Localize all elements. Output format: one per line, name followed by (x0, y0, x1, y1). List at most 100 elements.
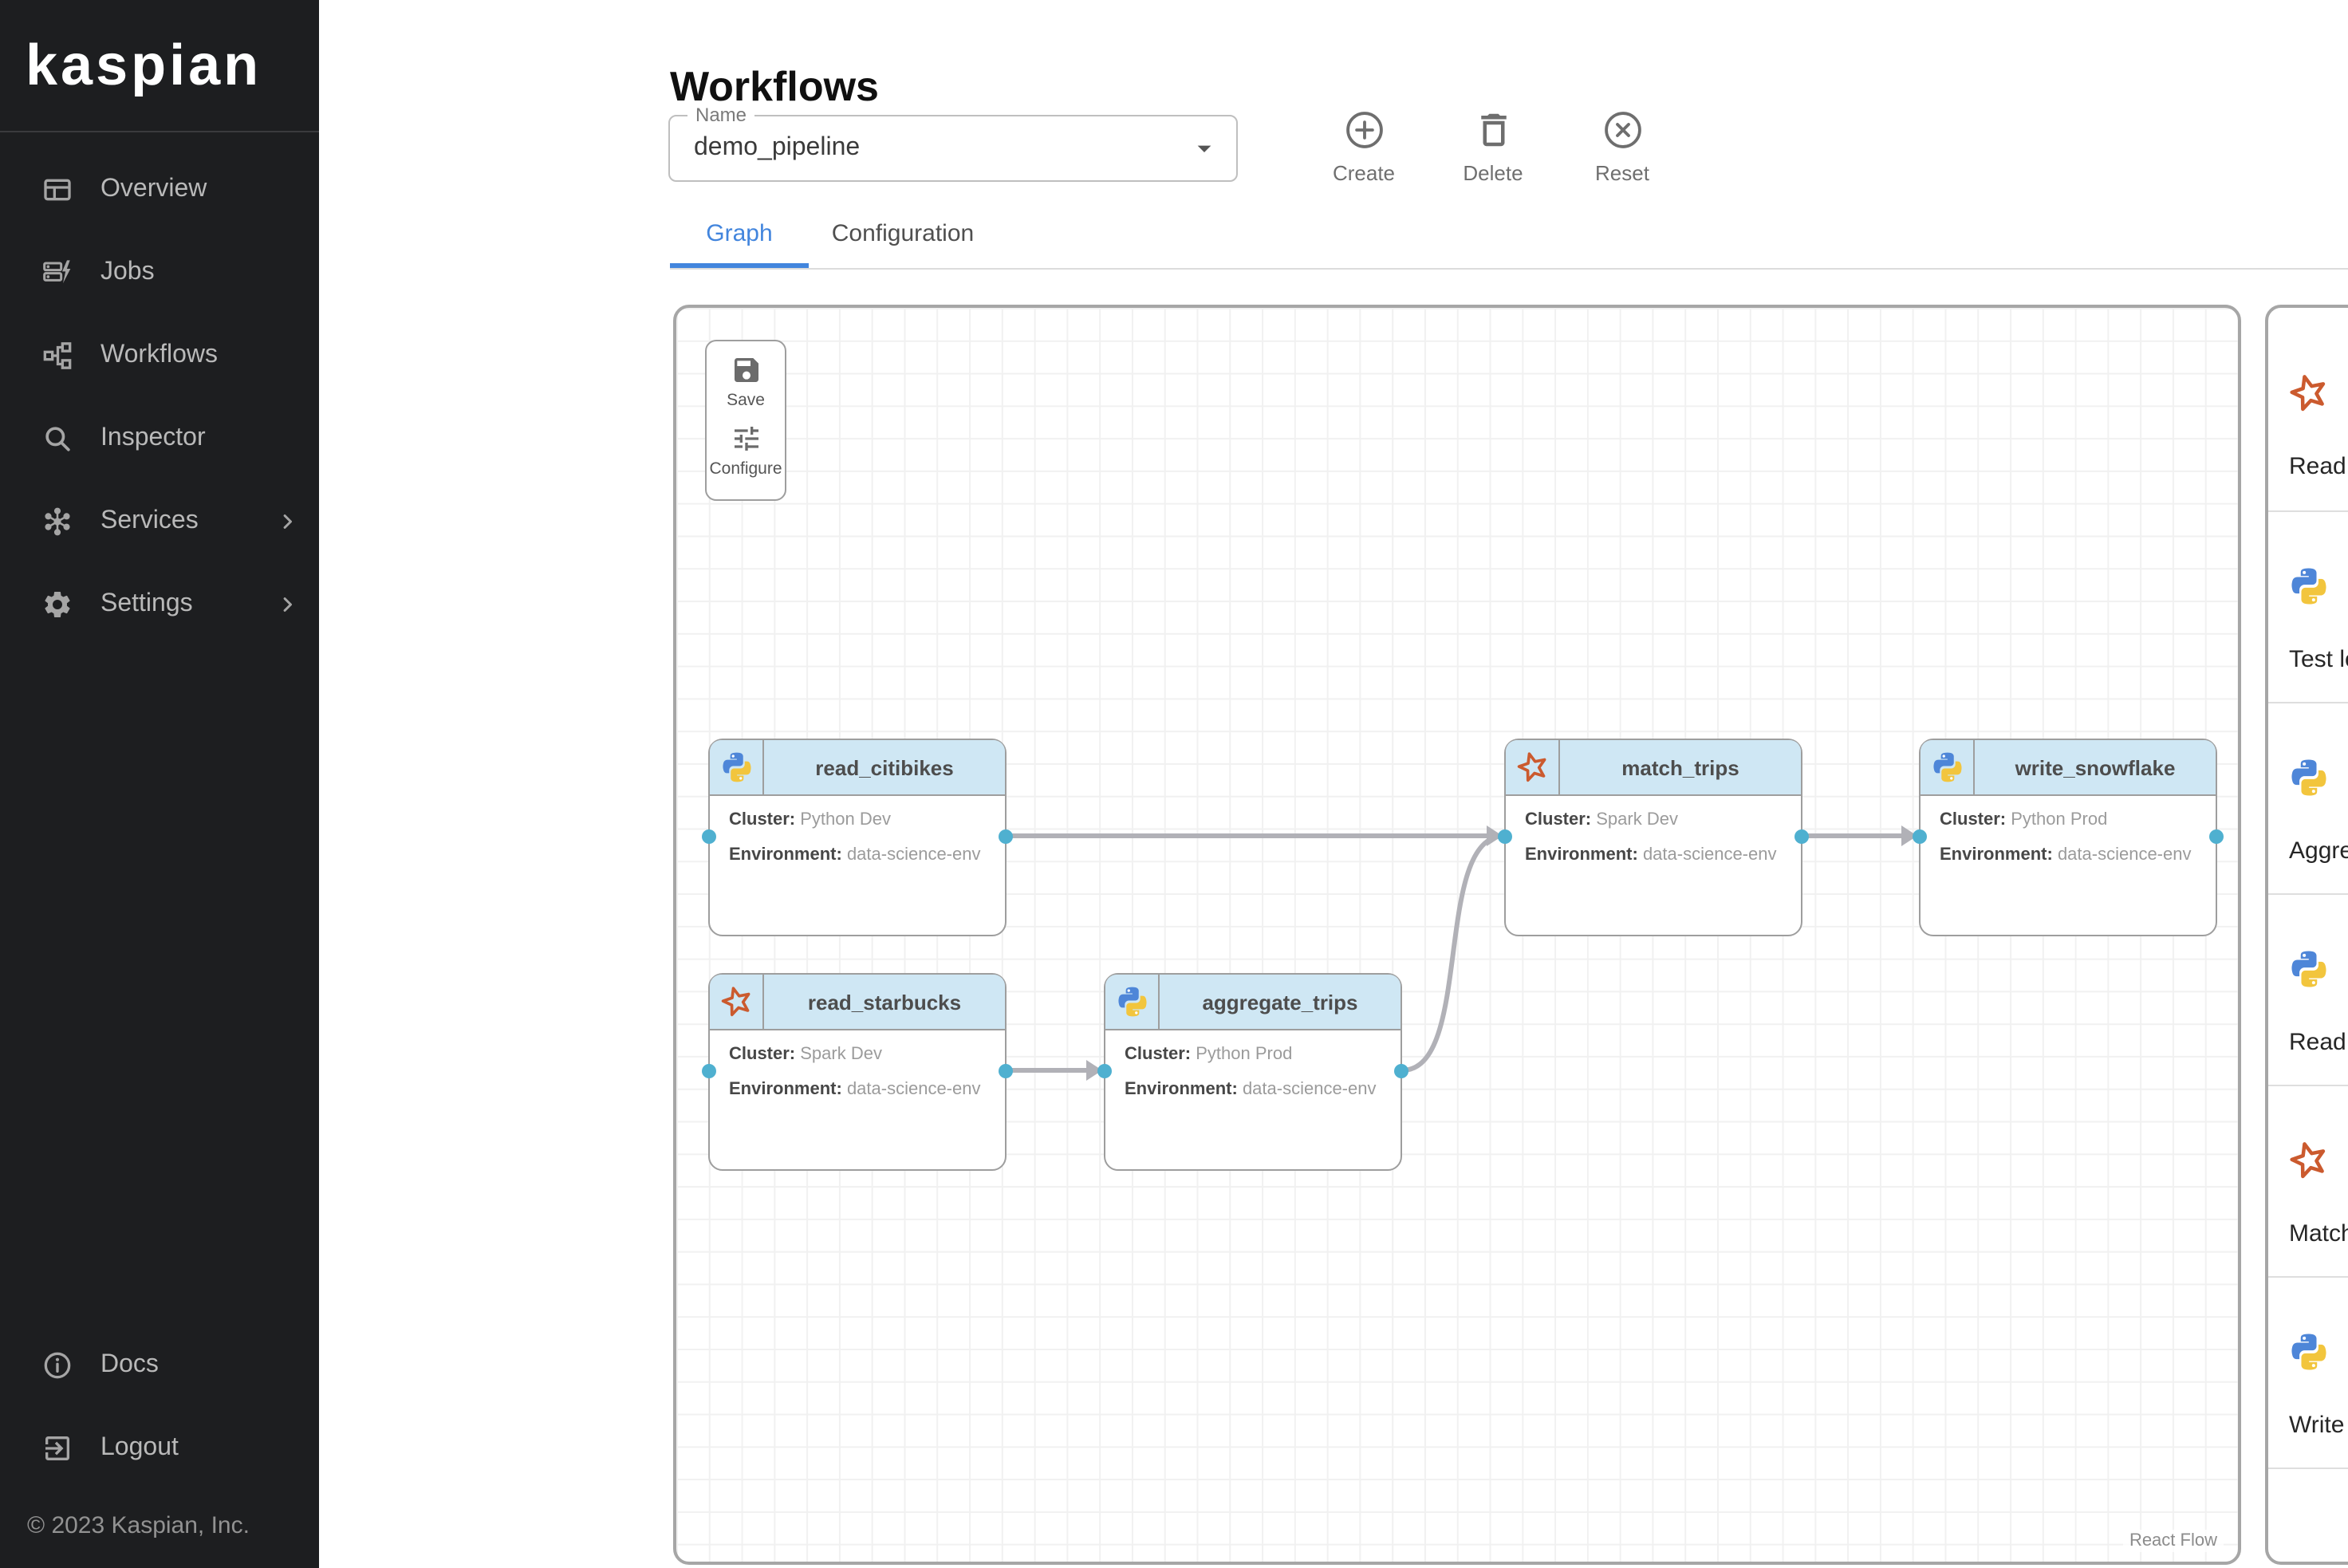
sidebar-item-services[interactable]: Services (0, 480, 319, 563)
task-item-description: Read from Postgres (2289, 1029, 2348, 1056)
sidebar-item-logout[interactable]: Logout (0, 1407, 319, 1490)
sidebar-item-overview[interactable]: Overview (0, 148, 319, 231)
node-header: read_citibikes (710, 740, 1005, 796)
task-item-test-job: test_jobAddTest logging (2268, 512, 2348, 703)
node-environment-line: Environment: data-science-env (1525, 844, 1782, 866)
node-handle-left[interactable] (1497, 829, 1512, 843)
save-button[interactable]: Save (727, 354, 765, 410)
task-item-name: write_snowflake (2338, 1338, 2348, 1365)
edge-aggregate_trips-to-match_trips[interactable] (1400, 833, 1507, 1073)
task-item-read-citibikes: read_citibikesAddRead from Postgres (2268, 895, 2348, 1086)
sidebar-item-workflows[interactable]: Workflows (0, 314, 319, 397)
gear-icon (41, 589, 73, 621)
node-icon-cell (1105, 975, 1160, 1029)
page-title: Workflows (670, 62, 879, 111)
python-icon (2287, 947, 2330, 991)
sidebar-item-inspector[interactable]: Inspector (0, 397, 319, 480)
sidebar-item-label: Services (100, 507, 199, 534)
delete-button[interactable]: Delete (1426, 108, 1560, 185)
spark-star-icon (2287, 372, 2330, 415)
sidebar-item-label: Workflows (100, 341, 218, 368)
python-icon (1929, 750, 1964, 785)
node-environment-line: Environment: data-science-env (1940, 844, 2196, 866)
name-select-value: demo_pipeline (694, 134, 861, 161)
node-field-label: Cluster: (729, 810, 796, 829)
node-handle-left[interactable] (701, 829, 716, 843)
workflow-icon (41, 340, 73, 372)
node-title: match_trips (1621, 755, 1739, 779)
workflow-name-select[interactable]: Name demo_pipeline (668, 104, 1238, 182)
task-item-aggregate-trips: aggregate_tripsAddAggregate pings into t… (2268, 703, 2348, 895)
create-button[interactable]: Create (1297, 108, 1431, 185)
configure-button[interactable]: Configure (709, 423, 782, 479)
node-field-value: data-science-env (846, 1080, 981, 1099)
sidebar-item-label: Overview (100, 175, 207, 203)
flow-toolbar-label: Save (727, 391, 765, 410)
node-handle-right[interactable] (2209, 829, 2224, 843)
tab-configuration[interactable]: Configuration (831, 220, 975, 247)
node-field-label: Cluster: (729, 1045, 796, 1064)
node-environment-line: Environment: data-science-env (729, 844, 986, 866)
dashboard-icon (41, 174, 73, 206)
sidebar-item-settings[interactable]: Settings (0, 563, 319, 646)
task-item-name: match_trips (2338, 1147, 2348, 1174)
sidebar-item-jobs[interactable]: Jobs (0, 231, 319, 314)
task-item-name: read_starbucks (2338, 380, 2348, 407)
plus-circle-icon (1342, 108, 1385, 152)
python-icon (1114, 984, 1149, 1019)
node-field-value: data-science-env (846, 845, 981, 865)
app-logo: kaspian (0, 0, 319, 132)
node-handle-left[interactable] (1097, 1063, 1112, 1078)
python-icon (719, 750, 754, 785)
task-panel: read_starbucksAddRead from data laketest… (2265, 305, 2348, 1565)
action-button-label: Delete (1463, 161, 1523, 185)
node-handle-left[interactable] (1912, 829, 1927, 843)
task-item-name: read_citibikes (2338, 955, 2348, 983)
node-environment-line: Environment: data-science-env (1125, 1078, 1381, 1101)
node-cluster-line: Cluster: Spark Dev (1525, 809, 1782, 831)
node-cluster-line: Cluster: Spark Dev (729, 1043, 986, 1066)
node-handle-right[interactable] (999, 829, 1014, 843)
node-field-value: Python Dev (800, 810, 891, 829)
node-header: match_trips (1506, 740, 1801, 796)
reset-button[interactable]: Reset (1555, 108, 1689, 185)
node-handle-right[interactable] (999, 1063, 1014, 1078)
node-field-label: Environment: (1940, 845, 2053, 865)
task-item-name: test_job (2338, 573, 2348, 600)
node-handle-right[interactable] (1794, 829, 1810, 843)
sidebar-item-docs[interactable]: Docs (0, 1324, 319, 1407)
tabs-underline (670, 268, 2348, 270)
node-field-value: Spark Dev (1596, 810, 1678, 829)
node-title: aggregate_trips (1202, 990, 1358, 1014)
task-item-match-trips: match_tripsAddMatch trips and locations (2268, 1086, 2348, 1278)
node-handle-right[interactable] (1394, 1063, 1409, 1078)
x-circle-icon (1601, 108, 1644, 152)
node-title: read_starbucks (807, 990, 962, 1014)
node-field-value: Python Prod (1196, 1045, 1293, 1064)
node-icon-cell (710, 740, 764, 794)
task-item-name: aggregate_trips (2338, 764, 2348, 791)
node-handle-left[interactable] (701, 1063, 716, 1078)
node-icon-cell (1921, 740, 1975, 794)
action-button-label: Reset (1595, 161, 1649, 185)
tab-graph[interactable]: Graph (706, 220, 773, 247)
edge-layer (1004, 825, 1917, 1081)
sidebar-item-label: Jobs (100, 258, 155, 286)
react-flow-attribution[interactable]: React Flow (2122, 1530, 2224, 1552)
sidebar-item-label: Settings (100, 590, 193, 617)
node-field-value: Spark Dev (800, 1045, 882, 1064)
task-item-write-snowflake: write_snowflakeAddWrite data to warehous… (2268, 1278, 2348, 1469)
edge-arrowhead (1901, 825, 1917, 846)
